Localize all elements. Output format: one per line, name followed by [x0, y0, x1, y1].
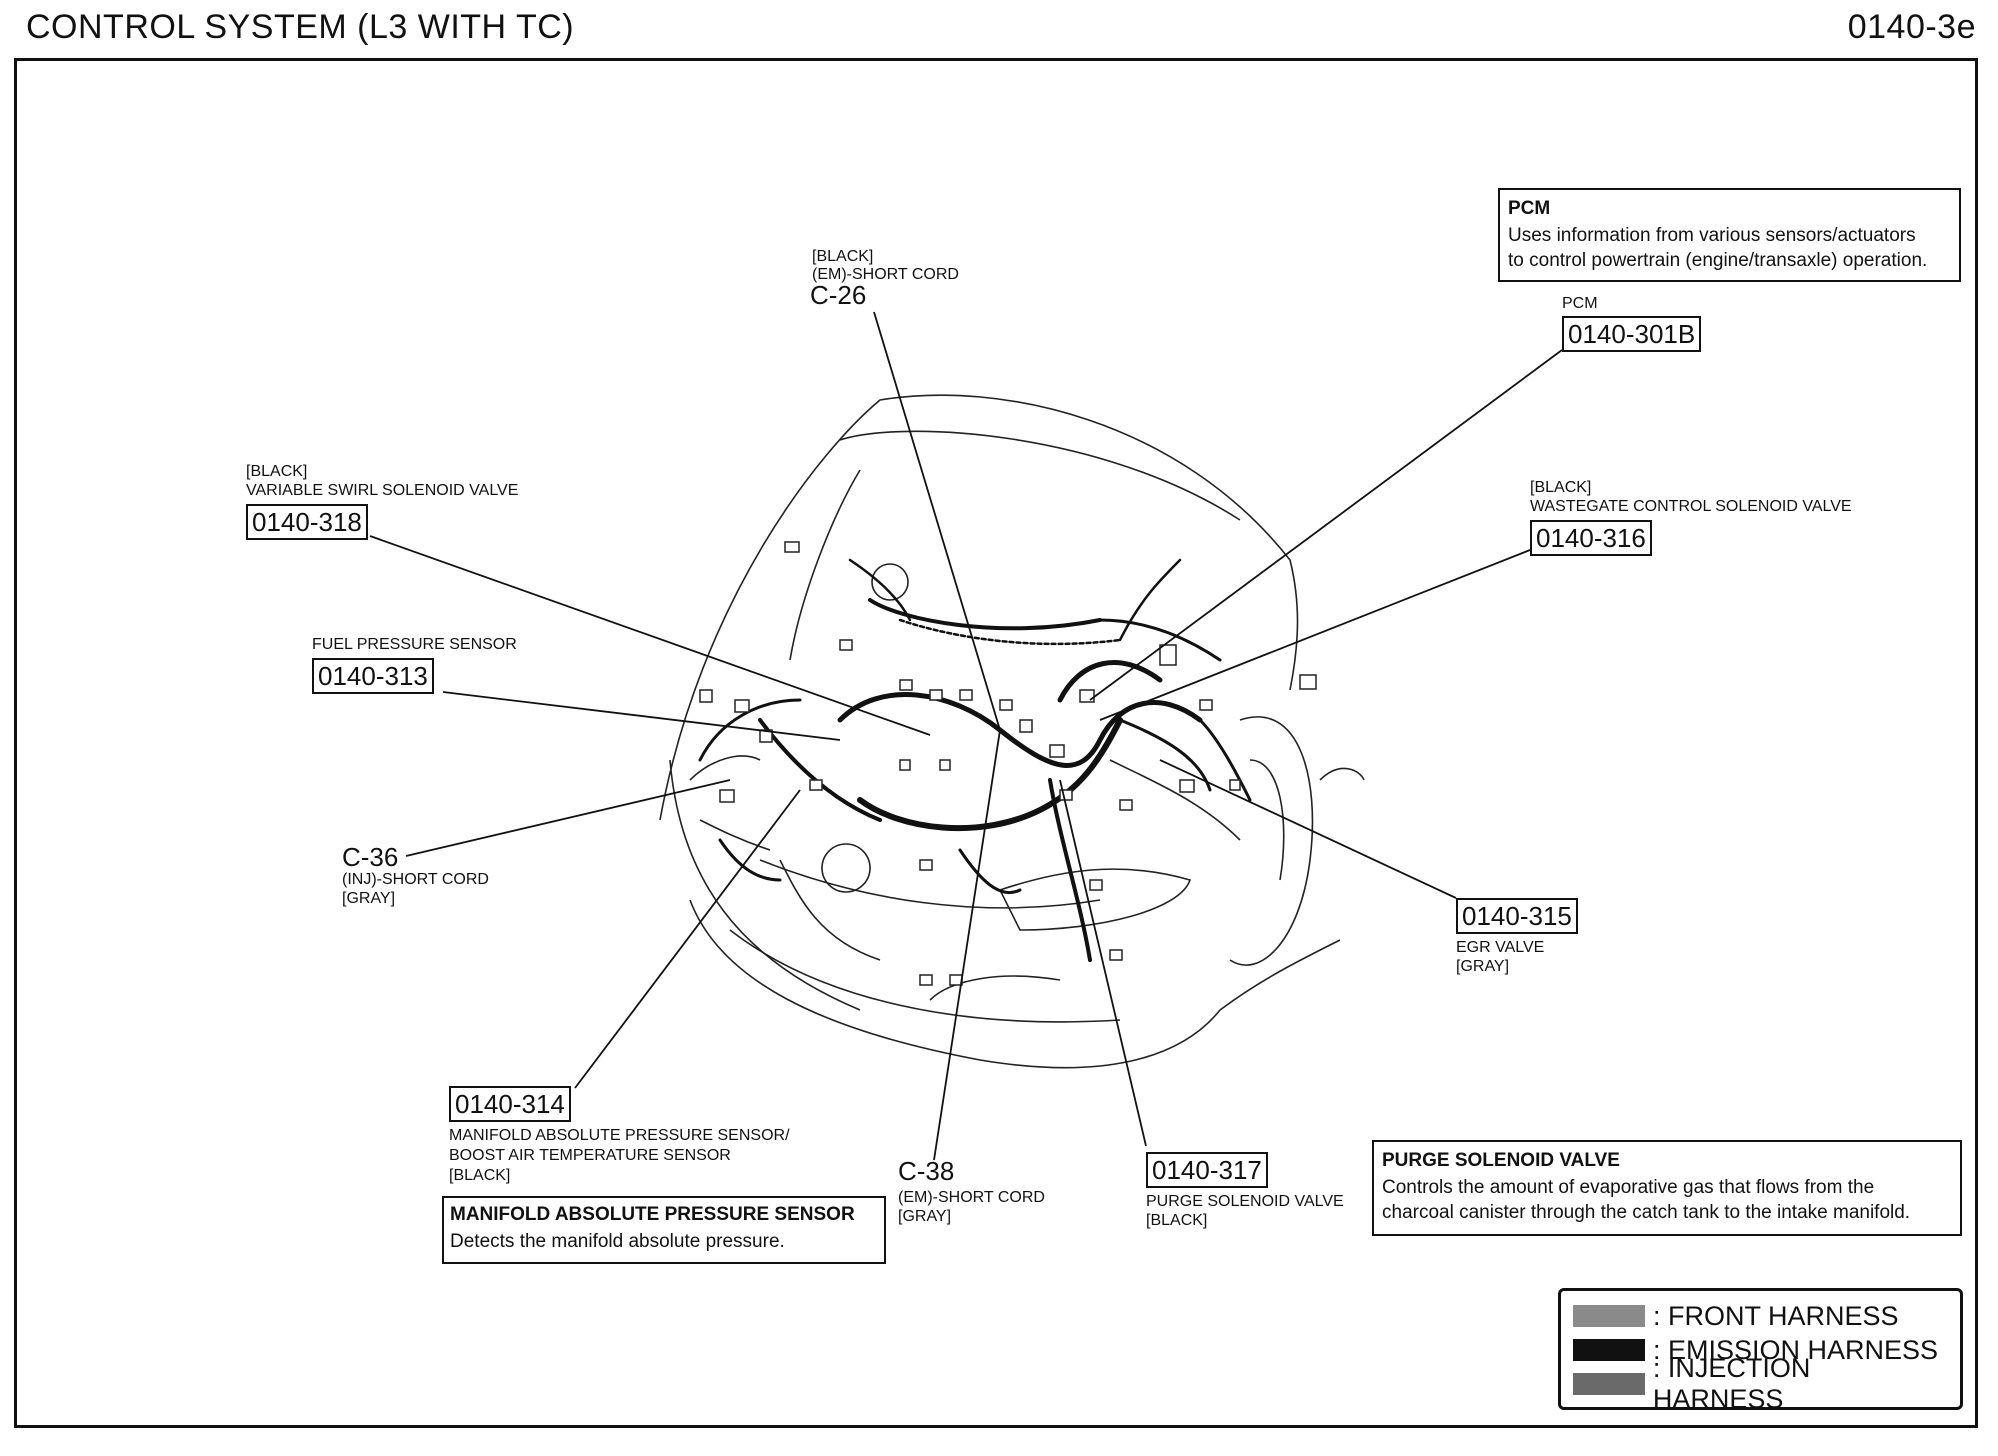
pcm-info-box: PCM Uses information from various sensor… [1498, 188, 1961, 282]
map-info-line1: Detects the manifold absolute pressure. [450, 1231, 785, 1252]
c38-code: C-38 [898, 1156, 955, 1186]
c317-code: 0140-317 [1146, 1152, 1268, 1188]
emission-harness-swatch [1573, 1339, 1645, 1361]
purge-info-box: PURGE SOLENOID VALVE Controls the amount… [1372, 1140, 1962, 1236]
pcm-label: PCM [1562, 295, 1598, 312]
emission-harness-label: : EMISSION HARNESS [1653, 1334, 1939, 1365]
c313-name: FUEL PRESSURE SENSOR [312, 636, 517, 653]
leader-lines [369, 311, 1563, 1161]
c318-color: [BLACK] [246, 463, 308, 480]
c315-name: EGR VALVE [1456, 939, 1545, 956]
c36-code: C-36 [342, 842, 399, 872]
c317-color: [BLACK] [1146, 1212, 1208, 1229]
c316-name: WASTEGATE CONTROL SOLENOID VALVE [1530, 498, 1852, 515]
map-info-heading: MANIFOLD ABSOLUTE PRESSURE SENSOR [450, 1204, 855, 1225]
map-info-box: MANIFOLD ABSOLUTE PRESSURE SENSOR Detect… [442, 1196, 886, 1264]
c314-color: [BLACK] [449, 1167, 511, 1184]
pcm-info-line1: Uses information from various sensors/ac… [1508, 225, 1916, 246]
c313-code: 0140-313 [312, 658, 434, 694]
diagram-frame [14, 58, 1978, 1428]
c318-name: VARIABLE SWIRL SOLENOID VALVE [246, 482, 519, 499]
page-title: CONTROL SYSTEM (L3 WITH TC) [26, 8, 575, 46]
c315-code: 0140-315 [1456, 898, 1578, 934]
c314-name-line1: MANIFOLD ABSOLUTE PRESSURE SENSOR/ [449, 1127, 790, 1144]
c314-name-line2: BOOST AIR TEMPERATURE SENSOR [449, 1147, 731, 1164]
c36-color: [GRAY] [342, 890, 396, 907]
c36-type: (INJ)-SHORT CORD [342, 871, 489, 888]
c317-name: PURGE SOLENOID VALVE [1146, 1193, 1344, 1210]
legend-row-front: : FRONT HARNESS [1573, 1299, 1948, 1333]
pcm-code: 0140-301B [1562, 316, 1702, 352]
vehicle-outline [659, 394, 1365, 1069]
legend-row-injection: : INJECTION HARNESS [1573, 1353, 1948, 1414]
c26-type: (EM)-SHORT CORD [812, 266, 959, 283]
purge-info-line2: charcoal canister through the catch tank… [1382, 1202, 1911, 1223]
c316-code: 0140-316 [1530, 520, 1652, 556]
purge-info-heading: PURGE SOLENOID VALVE [1382, 1150, 1620, 1171]
injection-harness-label: : INJECTION HARNESS [1652, 1353, 1811, 1414]
purge-info-line1: Controls the amount of evaporative gas t… [1382, 1177, 1875, 1198]
page-code: 0140-3e [1847, 8, 1976, 46]
c318-code: 0140-318 [246, 504, 368, 540]
front-harness-swatch [1573, 1305, 1645, 1327]
c314-code: 0140-314 [449, 1086, 571, 1122]
c26-color: [BLACK] [812, 248, 874, 265]
pcm-info-line2: to control powertrain (engine/transaxle)… [1508, 250, 1928, 271]
injection-harness-swatch [1573, 1373, 1645, 1395]
c26-code: C-26 [810, 280, 867, 310]
c38-color: [GRAY] [898, 1208, 952, 1225]
connector-blocks [699, 541, 1317, 986]
c316-color: [BLACK] [1530, 479, 1592, 496]
front-harness-label: : FRONT HARNESS [1653, 1300, 1899, 1331]
harness-legend: : FRONT HARNESS : EMISSION HARNESS : INJ… [1558, 1288, 1963, 1414]
harness-bundle [698, 558, 1252, 962]
pcm-info-heading: PCM [1508, 198, 1551, 219]
c38-type: (EM)-SHORT CORD [898, 1189, 1045, 1206]
c315-color: [GRAY] [1456, 958, 1510, 975]
legend-row-emission: : EMISSION HARNESS [1573, 1333, 1948, 1367]
